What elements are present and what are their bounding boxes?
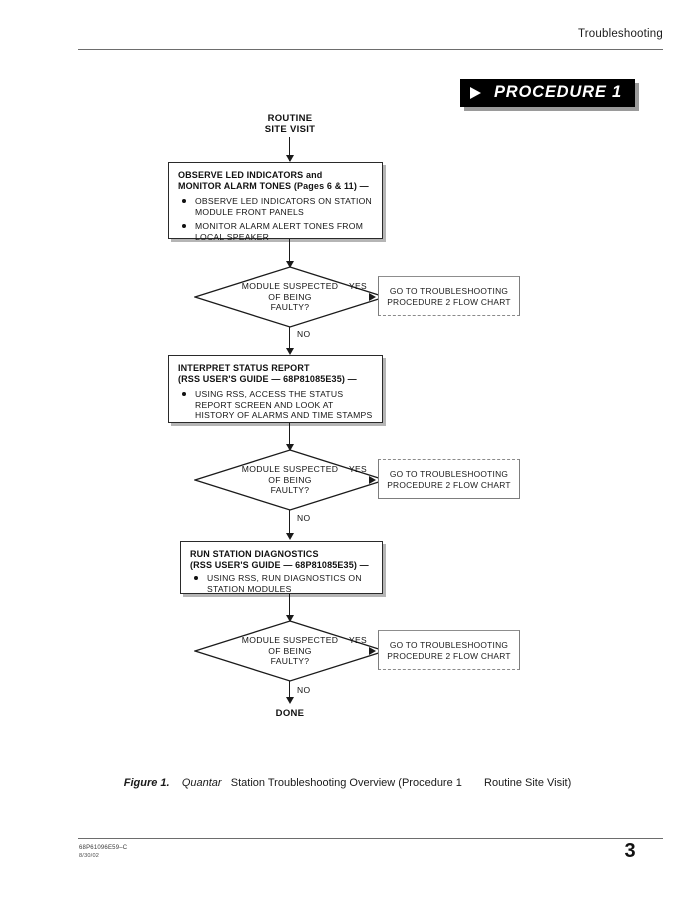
edge-label-yes: YES bbox=[349, 281, 367, 291]
connector-step1-to-decision1 bbox=[289, 239, 291, 266]
figure-caption: Figure 1. Quantar Station Troubleshootin… bbox=[0, 777, 695, 789]
figure-caption-text-1: Station Troubleshooting Overview (Proced… bbox=[230, 777, 462, 789]
edge-label-no: NO bbox=[297, 329, 311, 339]
list-item: USING RSS, RUN DIAGNOSTICS ON STATION MO… bbox=[193, 573, 375, 594]
arrowhead-icon bbox=[286, 155, 294, 162]
play-triangle-icon bbox=[470, 87, 481, 99]
figure-product-name: Quantar bbox=[181, 777, 222, 789]
arrowhead-icon bbox=[286, 261, 294, 268]
header-divider bbox=[78, 49, 663, 50]
figure-caption-text-2: Routine Site Visit) bbox=[484, 777, 572, 789]
process-box-heading: INTERPRET STATUS REPORT (RSS USER'S GUID… bbox=[178, 363, 357, 384]
page-number: 3 bbox=[624, 840, 636, 862]
connector-start-to-step1 bbox=[289, 137, 291, 161]
connector-step2-to-decision2 bbox=[289, 423, 291, 449]
arrowhead-icon bbox=[369, 292, 376, 301]
goto-box-procedure2-2: GO TO TROUBLESHOOTING PROCEDURE 2 FLOW C… bbox=[378, 459, 520, 499]
process-box-heading: RUN STATION DIAGNOSTICS (RSS USER'S GUID… bbox=[190, 549, 369, 570]
decision-diamond-1: MODULE SUSPECTED OF BEING FAULTY? bbox=[194, 266, 386, 328]
connector-decision1-no bbox=[289, 327, 291, 352]
edge-label-no: NO bbox=[297, 685, 311, 695]
list-item: OBSERVE LED INDICATORS ON STATION MODULE… bbox=[181, 196, 375, 217]
connector-decision3-no bbox=[289, 681, 291, 701]
bullet-dot-icon bbox=[182, 224, 186, 228]
decision-diamond-2: MODULE SUSPECTED OF BEING FAULTY? bbox=[194, 449, 386, 511]
edge-label-yes: YES bbox=[349, 464, 367, 474]
bullet-dot-icon bbox=[194, 576, 198, 580]
process-box-bullet-list: USING RSS, RUN DIAGNOSTICS ON STATION MO… bbox=[193, 573, 375, 598]
process-box-observe-led: OBSERVE LED INDICATORS and MONITOR ALARM… bbox=[168, 162, 383, 242]
connector-step3-to-decision3 bbox=[289, 594, 291, 620]
flow-end-label: DONE bbox=[275, 708, 305, 719]
bullet-dot-icon bbox=[182, 392, 186, 396]
procedure-badge-label: PROCEDURE 1 bbox=[494, 83, 622, 101]
footer-divider bbox=[78, 838, 663, 839]
decision-text: MODULE SUSPECTED OF BEING FAULTY? bbox=[241, 281, 339, 312]
arrowhead-icon bbox=[286, 348, 294, 355]
page-header-title: Troubleshooting bbox=[577, 28, 663, 40]
process-box-bullet-list: USING RSS, ACCESS THE STATUS REPORT SCRE… bbox=[181, 389, 375, 425]
figure-number: Figure 1. bbox=[123, 777, 170, 789]
goto-box-text: GO TO TROUBLESHOOTING PROCEDURE 2 FLOW C… bbox=[387, 640, 511, 661]
goto-box-text: GO TO TROUBLESHOOTING PROCEDURE 2 FLOW C… bbox=[387, 469, 511, 490]
arrowhead-icon bbox=[286, 697, 294, 704]
process-box-heading: OBSERVE LED INDICATORS and MONITOR ALARM… bbox=[178, 170, 369, 191]
flow-start-label: ROUTINE SITE VISIT bbox=[264, 113, 316, 135]
goto-box-procedure2-3: GO TO TROUBLESHOOTING PROCEDURE 2 FLOW C… bbox=[378, 630, 520, 670]
arrowhead-icon bbox=[286, 615, 294, 622]
procedure-badge: PROCEDURE 1 bbox=[460, 79, 635, 107]
decision-text: MODULE SUSPECTED OF BEING FAULTY? bbox=[241, 464, 339, 495]
bullet-dot-icon bbox=[182, 199, 186, 203]
goto-box-text: GO TO TROUBLESHOOTING PROCEDURE 2 FLOW C… bbox=[387, 286, 511, 307]
process-box-bullet-list: OBSERVE LED INDICATORS ON STATION MODULE… bbox=[181, 196, 375, 246]
edge-label-no: NO bbox=[297, 513, 311, 523]
edge-label-yes: YES bbox=[349, 635, 367, 645]
process-box-run-station-diagnostics: RUN STATION DIAGNOSTICS (RSS USER'S GUID… bbox=[180, 541, 383, 594]
goto-box-procedure2-1: GO TO TROUBLESHOOTING PROCEDURE 2 FLOW C… bbox=[378, 276, 520, 316]
connector-decision2-no bbox=[289, 510, 291, 537]
footer-part-number: 68P61096E59–C bbox=[79, 845, 128, 851]
process-box-interpret-status-report: INTERPRET STATUS REPORT (RSS USER'S GUID… bbox=[168, 355, 383, 423]
list-item: MONITOR ALARM ALERT TONES FROM LOCAL SPE… bbox=[181, 221, 375, 242]
arrowhead-icon bbox=[286, 533, 294, 540]
list-item: USING RSS, ACCESS THE STATUS REPORT SCRE… bbox=[181, 389, 375, 421]
footer-date: 8/30/02 bbox=[79, 853, 100, 859]
arrowhead-icon bbox=[369, 646, 376, 655]
arrowhead-icon bbox=[369, 475, 376, 484]
decision-text: MODULE SUSPECTED OF BEING FAULTY? bbox=[241, 635, 339, 666]
decision-diamond-3: MODULE SUSPECTED OF BEING FAULTY? bbox=[194, 620, 386, 682]
arrowhead-icon bbox=[286, 444, 294, 451]
